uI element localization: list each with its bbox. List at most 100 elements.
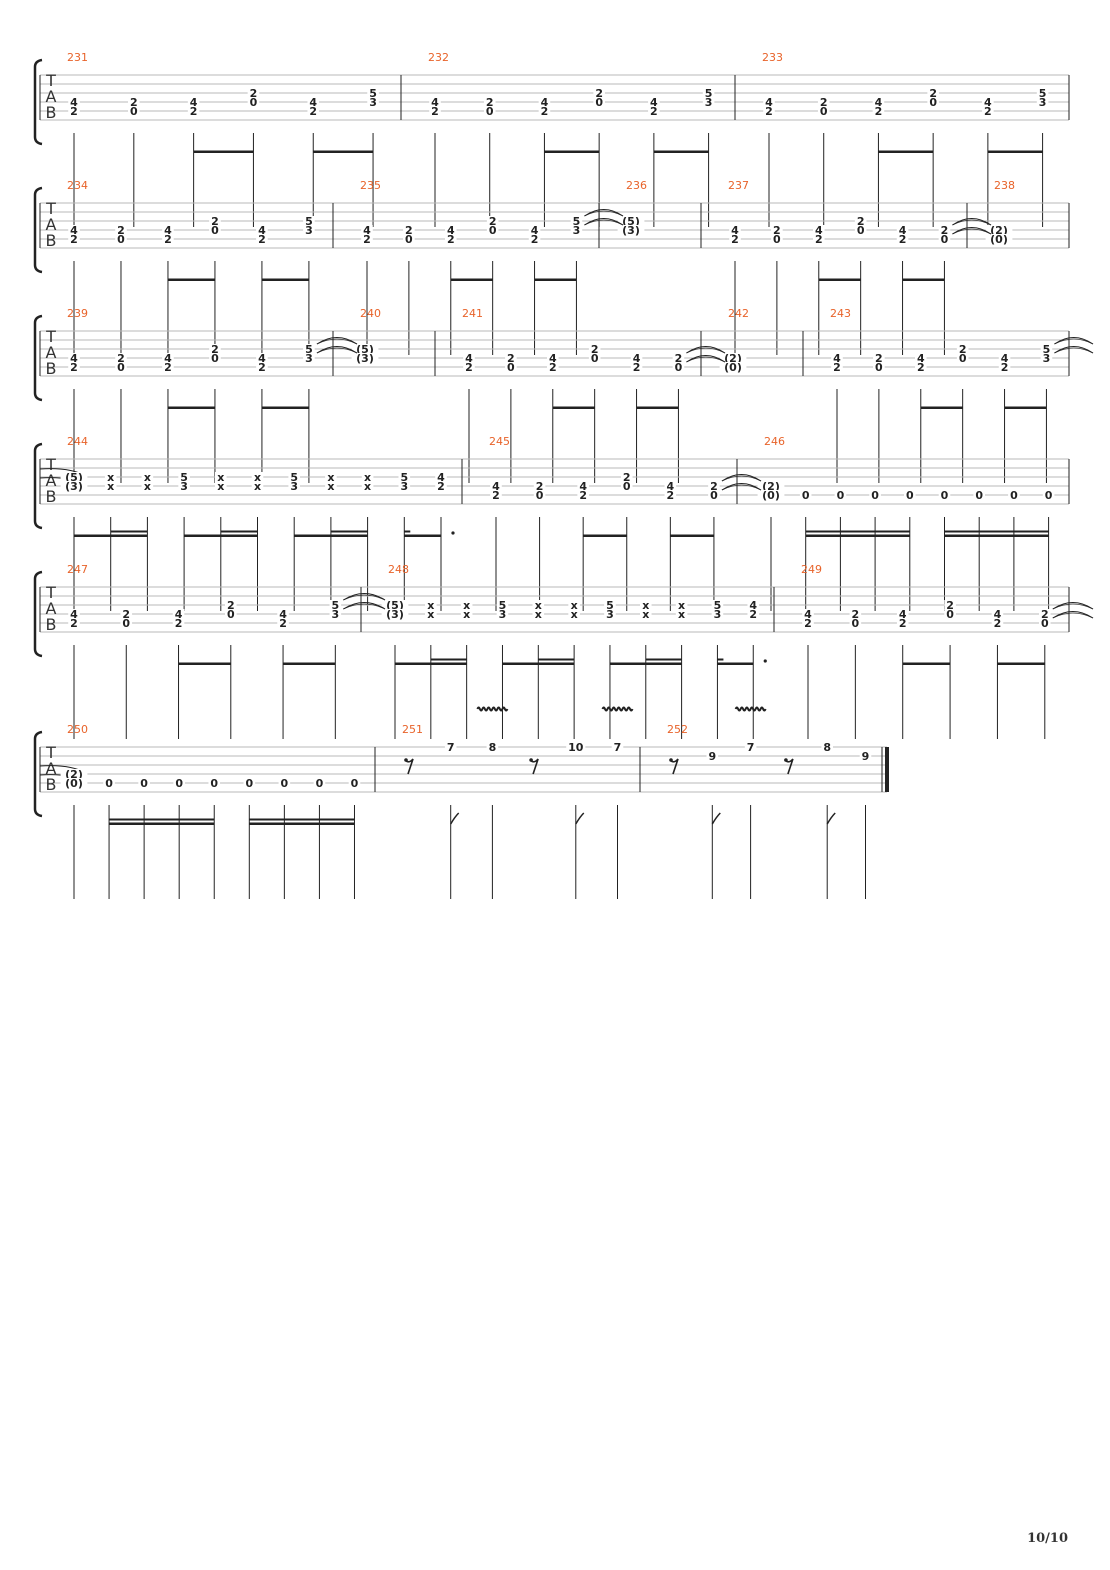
fret-bg [568, 600, 580, 610]
fret-number: 4 [437, 471, 445, 484]
note-beam-partial [717, 658, 724, 661]
note-beam [74, 534, 148, 537]
fret-bg [172, 609, 185, 619]
fret-number: 4 [633, 352, 641, 365]
fret-bg [103, 778, 115, 788]
fret-number: 2 [536, 480, 544, 493]
fret-number: (2) [990, 224, 1008, 237]
fret-bg [763, 106, 775, 116]
fret-bg [588, 353, 601, 363]
fret-bg [903, 490, 916, 500]
fret-bg [256, 353, 268, 363]
vibrato-mark [734, 706, 767, 712]
fret-bg [483, 106, 496, 116]
fret-bg [757, 481, 785, 491]
tie-arc [721, 474, 762, 482]
fret-number: 2 [917, 361, 925, 374]
note-beam [261, 406, 309, 409]
fret-number: 0 [837, 489, 845, 502]
fret-bg [630, 362, 643, 372]
fret-bg [985, 234, 1013, 244]
measure-number: 246 [764, 435, 785, 448]
fret-bg [403, 225, 415, 235]
fret-number: 4 [917, 352, 925, 365]
fret-bg [1036, 88, 1049, 98]
fret-number: 2 [175, 617, 183, 630]
fret-bg [938, 234, 951, 244]
measure-number: 242 [728, 307, 749, 320]
fret-bg [367, 88, 379, 98]
fret-bg [490, 481, 502, 491]
fret-number: x [144, 480, 151, 493]
fret-bg [256, 225, 268, 235]
tab-clef-letter: B [46, 359, 57, 378]
note-beam [450, 278, 493, 281]
fret-number: 4 [70, 352, 78, 365]
measure-number: 237 [728, 179, 749, 192]
fret-number: x [364, 480, 371, 493]
note-beam [502, 662, 575, 665]
fret-number: 3 [573, 224, 581, 237]
fret-bg [325, 481, 337, 491]
fret-bg [68, 618, 80, 628]
measure-number: 235 [360, 179, 381, 192]
system-bracket [33, 314, 43, 402]
fret-number: 2 [929, 87, 937, 100]
fret-bg [719, 353, 747, 363]
measure-number: 236 [626, 179, 647, 192]
fret-number: 0 [946, 608, 954, 621]
fret-number: 5 [400, 471, 408, 484]
fret-bg [60, 778, 88, 788]
fret-bg [361, 234, 373, 244]
fret-bg [998, 362, 1011, 372]
fret-bg [361, 481, 374, 491]
tab-clef-letter: A [46, 87, 57, 106]
fret-number: 9 [862, 750, 870, 763]
fret-bg [927, 88, 939, 98]
fret-bg [1040, 353, 1053, 363]
fret-number: x [463, 599, 470, 612]
note-beam [395, 662, 467, 665]
fret-number: 2 [437, 480, 445, 493]
fret-number: 0 [140, 777, 148, 790]
fret-number: 4 [465, 352, 473, 365]
fret-number: 2 [227, 599, 235, 612]
fret-number: 2 [633, 361, 641, 374]
note-beam [818, 278, 861, 281]
fret-bg [483, 97, 496, 107]
fret-bg [812, 234, 825, 244]
fret-bg [757, 490, 785, 500]
fret-bg [460, 609, 473, 619]
fret-bg [68, 106, 80, 116]
fret-bg [307, 97, 320, 107]
fret-number: x [642, 608, 649, 621]
fret-number: 4 [875, 96, 883, 109]
fret-number: 2 [117, 224, 125, 237]
fret-number: 0 [906, 489, 914, 502]
tie-arc [952, 218, 992, 226]
fret-bg [68, 609, 80, 619]
fret-number: x [571, 599, 578, 612]
fret-bg [303, 344, 315, 354]
fret-bg [854, 225, 867, 235]
tab-clef-letter: T [45, 327, 56, 346]
fret-bg [429, 106, 441, 116]
fret-bg [104, 481, 117, 491]
fret-bg [744, 742, 757, 752]
fret-bg [747, 609, 760, 619]
note-beam [261, 278, 309, 281]
note-beam [249, 822, 355, 825]
tab-clef-letter: A [46, 599, 57, 618]
note-beam [283, 662, 336, 665]
fret-number: 3 [606, 608, 614, 621]
fret-bg [490, 490, 502, 500]
fret-bg [771, 234, 783, 244]
fret-bg [914, 362, 927, 372]
fret-bg [604, 609, 616, 619]
fret-number: 5 [499, 599, 507, 612]
fret-number: 2 [623, 471, 631, 484]
fret-bg [617, 216, 645, 226]
fret-bg [849, 618, 862, 628]
note-beam [920, 406, 963, 409]
